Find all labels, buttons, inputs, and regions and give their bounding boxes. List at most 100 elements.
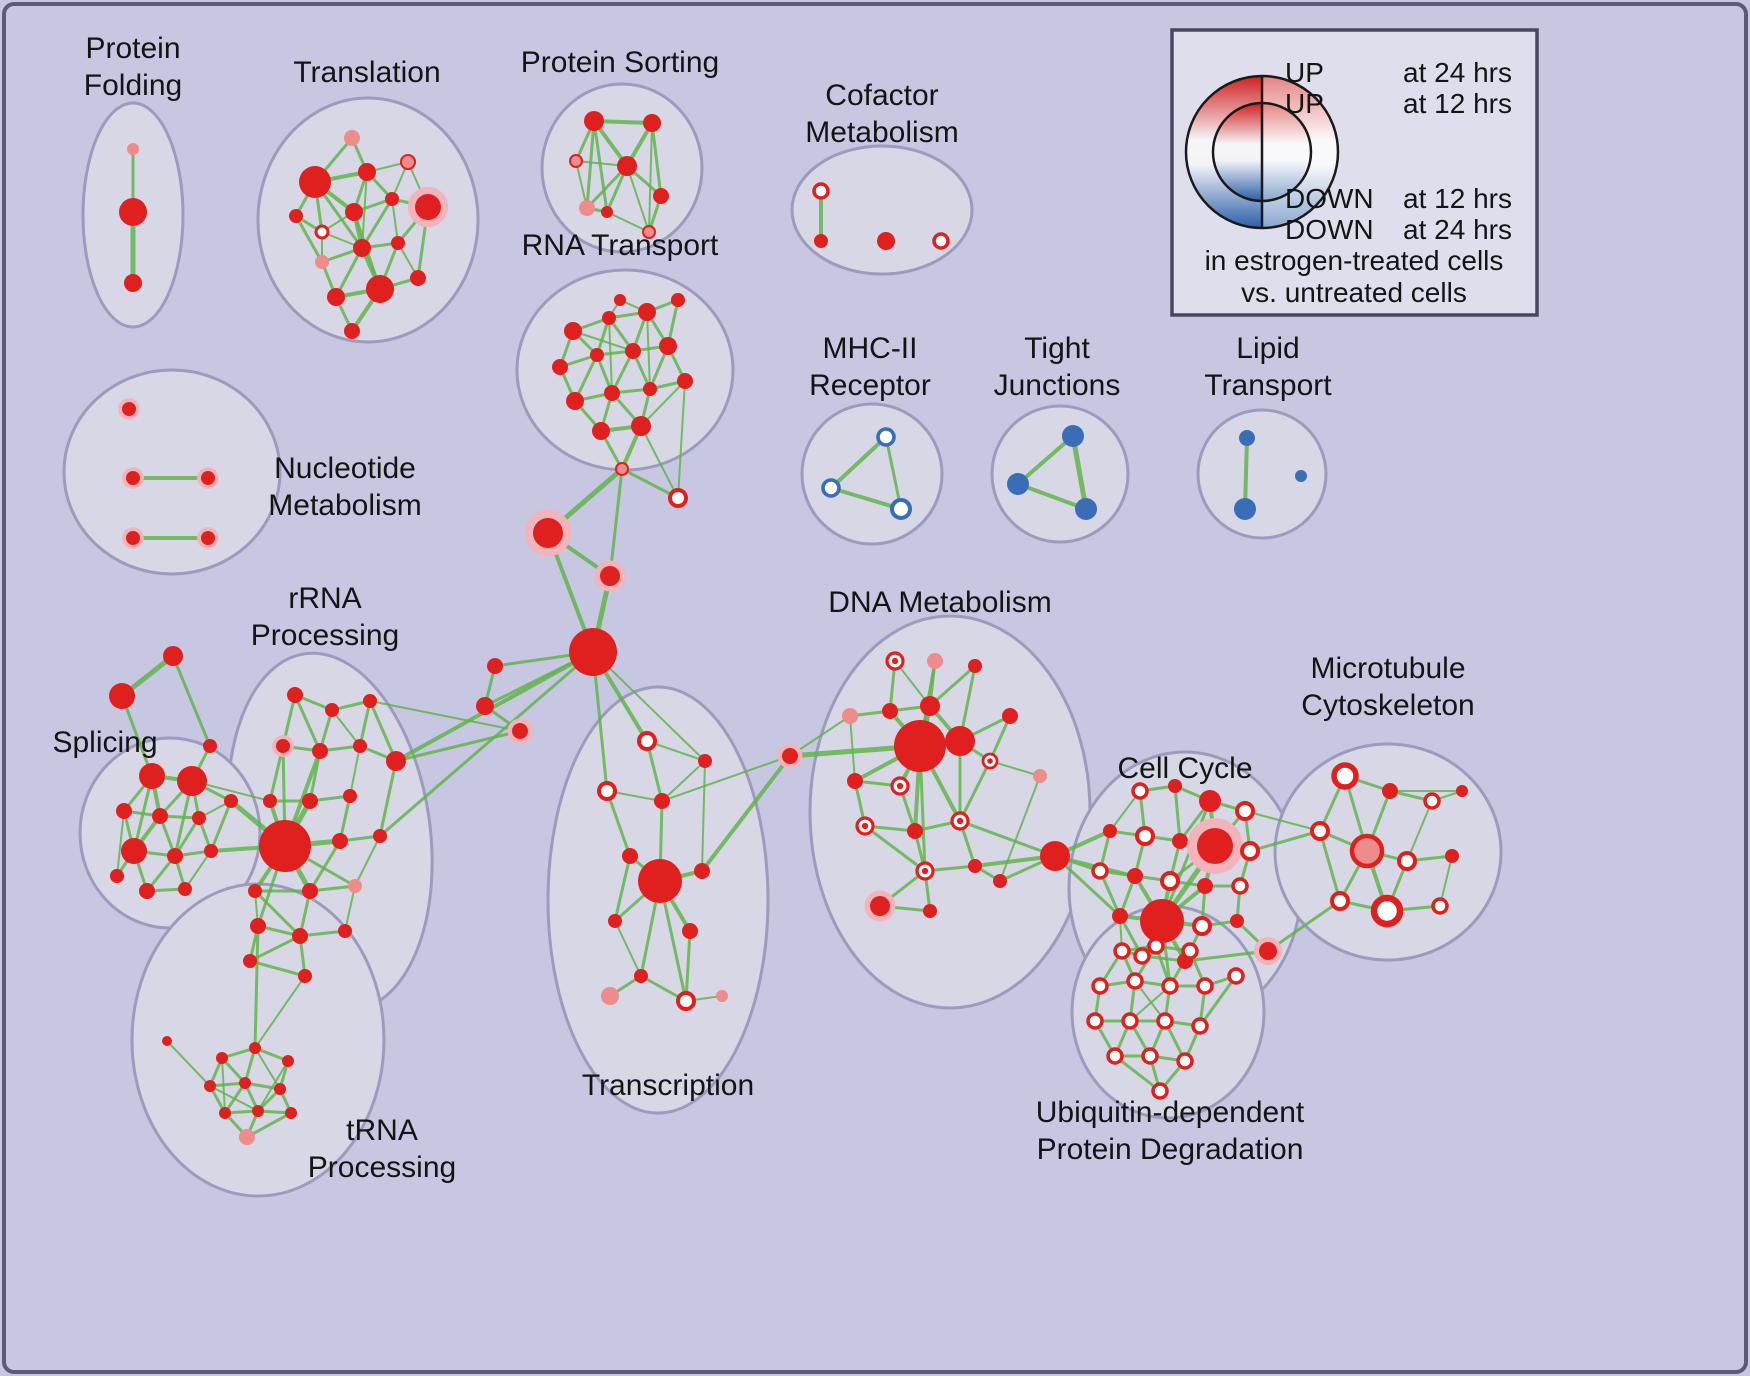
network-edge [661,755,791,802]
network-node-g15 [302,883,318,899]
network-edge [243,1046,257,1085]
network-edge [171,654,212,748]
network-node-k18 [1230,914,1244,928]
network-node-u9 [1086,1012,1104,1030]
network-node-r4 [671,293,685,307]
network-node-t7 [385,192,399,206]
network-node-k21 [1254,937,1282,965]
network-edge [614,920,642,977]
network-edge [1248,829,1322,853]
network-node-s7 [601,206,613,218]
cluster-label-tight-junctions: Junctions [994,369,1121,402]
network-edge [829,486,903,511]
network-edge [585,119,596,210]
network-node-b2 [1382,783,1398,799]
network-node-j2 [1007,473,1029,495]
network-node-pf2 [119,198,147,226]
network-node-q1 [250,918,266,934]
network-node-t2 [299,166,331,198]
network-edge [184,850,212,890]
network-node-d18 [968,859,982,873]
network-edge [1016,434,1075,486]
cluster-region-microtubule-cytoskeleton [1273,742,1503,962]
cluster-label-protein-folding: Protein [85,32,180,65]
network-node-b5 [1349,833,1385,869]
network-edge [928,664,977,708]
network-node-d17 [915,861,935,881]
network-edge [626,165,650,233]
cluster-label-splicing: Splicing [52,726,157,759]
cluster-label-cofactor-metabolism: Metabolism [805,116,958,149]
legend-down-24-time: at 24 hrs [1403,214,1512,245]
network-node-x5 [569,628,617,676]
network-edge [394,650,595,763]
network-node-d8 [894,720,946,772]
network-edge [253,924,260,1050]
network-edge [1173,784,1182,843]
network-node-d1 [885,651,905,671]
network-node-d11 [890,776,910,796]
cluster-label-dna-metabolism: DNA Metabolism [828,586,1051,619]
network-node-v5 [622,848,638,864]
cluster-label-ubiquitin-dependent-protein-degradation: Protein Degradation [1037,1133,1304,1166]
network-node-j3 [1075,498,1097,520]
network-node-r8 [659,337,677,355]
network-edge [293,693,322,753]
legend-caption-line1: in estrogen-treated cells [1205,245,1504,276]
network-node-g8 [263,794,277,808]
network-node-g2 [325,703,339,717]
network-edge [378,759,398,838]
network-node-t15 [410,270,426,286]
network-node-d7 [1002,708,1018,724]
network-edge [613,854,632,923]
cluster-region-cofactor-metabolism [790,144,974,276]
network-edge [254,975,306,1049]
network-node-k17 [1192,916,1212,936]
network-node-t4 [399,153,417,171]
network-node-s5 [653,188,669,204]
network-node-k11 [1127,868,1143,884]
network-node-st3 [203,739,217,753]
network-edge [701,760,706,872]
cluster-region-mhc-ii-receptor [800,402,944,546]
legend-down-24-dir: DOWN [1285,214,1374,245]
network-node-g7 [386,751,406,771]
network-edge [592,119,609,214]
network-node-u7 [1196,977,1214,995]
network-node-k8 [1187,818,1243,874]
network-node-t9 [314,224,330,240]
network-node-r10 [604,385,620,401]
cluster-label-lipid-transport: Lipid [1236,332,1299,365]
network-edge [608,317,613,394]
network-node-p2 [177,766,207,796]
network-node-m3 [889,497,913,521]
network-edge [245,1111,293,1139]
cluster-label-translation: Translation [293,56,440,89]
network-edge [648,122,653,233]
network-node-q7 [239,1077,251,1089]
network-edge [394,729,522,763]
network-edge [1318,829,1342,903]
cluster-label-rrna-processing: Processing [251,619,399,652]
network-node-g11 [259,820,311,872]
network-node-x3 [524,509,572,557]
network-node-r9 [566,392,584,410]
network-node-v3 [654,793,670,809]
network-node-s2 [643,114,661,132]
network-node-u2 [1147,937,1165,955]
network-edge [989,760,1041,777]
network-node-k3 [1199,790,1221,812]
cluster-label-mhc-ii-receptor: MHC-II [823,332,918,365]
network-node-c1 [812,182,830,200]
network-node-t14 [366,275,394,303]
network-node-d10 [847,773,863,789]
network-node-v11 [601,987,619,1005]
cluster-region-nucleotide-metabolism [62,368,282,576]
legend-up-24-dir: UP [1285,57,1324,88]
network-node-r5 [552,359,568,375]
network-node-v12 [676,991,696,1011]
network-edge [677,380,686,499]
network-node-v7 [694,863,710,879]
network-node-r6 [590,348,604,362]
